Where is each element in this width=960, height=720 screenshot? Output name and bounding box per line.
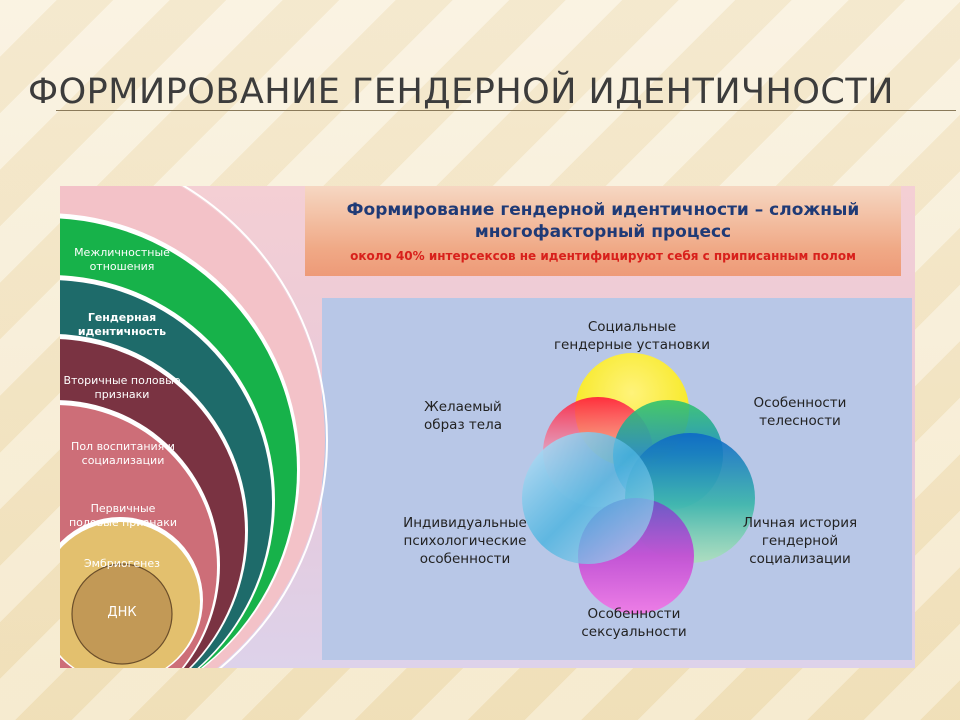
venn-label-line: образ тела [424,417,502,433]
venn-label-line: гендерные установки [553,337,711,353]
layer-label-line: идентичность [77,325,167,338]
venn-label-line: Желаемый [424,399,502,415]
venn-label-body-image: Желаемый образ тела [408,398,518,434]
layer-label-line: половые признаки [68,516,177,529]
layer-label-interpersonal: Межличностные отношения [62,246,182,274]
layer-label-line: Первичные [90,502,156,515]
venn-label-line: телесности [759,413,841,429]
layer-label-line: Межличностные [74,246,170,259]
title-underline [56,110,956,111]
venn-label-personal-history: Личная история гендерной социализации [730,514,870,568]
venn-label-sexuality: Особенности сексуальности [566,605,702,641]
layer-label-upbringing: Пол воспитания и социализации [60,440,186,468]
layer-label-line: Вторичные половые [63,374,181,387]
venn-label-line: социализации [749,551,851,567]
venn-label-corporeality: Особенности телесности [738,394,862,430]
venn-label-line: Личная история [742,515,858,531]
layer-dna [71,563,173,665]
banner-note: около 40% интерсексов не идентифицируют … [350,249,856,263]
venn-label-line: особенности [419,551,511,567]
layer-label-line: Пол воспитания и [71,440,175,453]
banner-heading-line2: многофакторный процесс [474,222,732,242]
banner: Формирование гендерной идентичности – сл… [305,186,901,276]
venn-label-line: Особенности [587,606,681,622]
layer-label-line: Гендерная [87,311,157,324]
layer-label-line: социализации [81,454,165,467]
venn-diagram [522,353,755,614]
venn-label-line: Особенности [753,395,847,411]
venn-label-line: Индивидуальные [403,515,527,531]
layer-label-line: ДНК [107,605,137,620]
layer-label-line: отношения [89,260,155,273]
layer-label-secondary: Вторичные половые признаки [58,374,186,402]
venn-label-line: гендерной [761,533,839,549]
layer-label-line: признаки [94,388,150,401]
venn-label-line: психологические [403,533,527,549]
venn-label-social: Социальные гендерные установки [540,318,724,354]
layer-label-gender-identity: Гендерная идентичность [62,311,182,339]
layer-label-embryogenesis: Эмбриогенез [70,557,174,571]
layer-outline [181,186,328,668]
layer-label-dna: ДНК [92,606,152,620]
venn-label-line: сексуальности [581,624,687,640]
venn-circle-psychological [522,432,654,564]
slide-title: ФОРМИРОВАНИЕ ГЕНДЕРНОЙ ИДЕНТИЧНОСТИ [28,72,894,112]
venn-label-psychological: Индивидуальные психологические особеннос… [392,514,538,568]
layer-label-line: Эмбриогенез [84,557,160,570]
layer-label-primary: Первичные половые признаки [62,502,184,530]
venn-label-line: Социальные [587,319,677,335]
banner-heading-line1: Формирование гендерной идентичности – сл… [346,200,860,220]
